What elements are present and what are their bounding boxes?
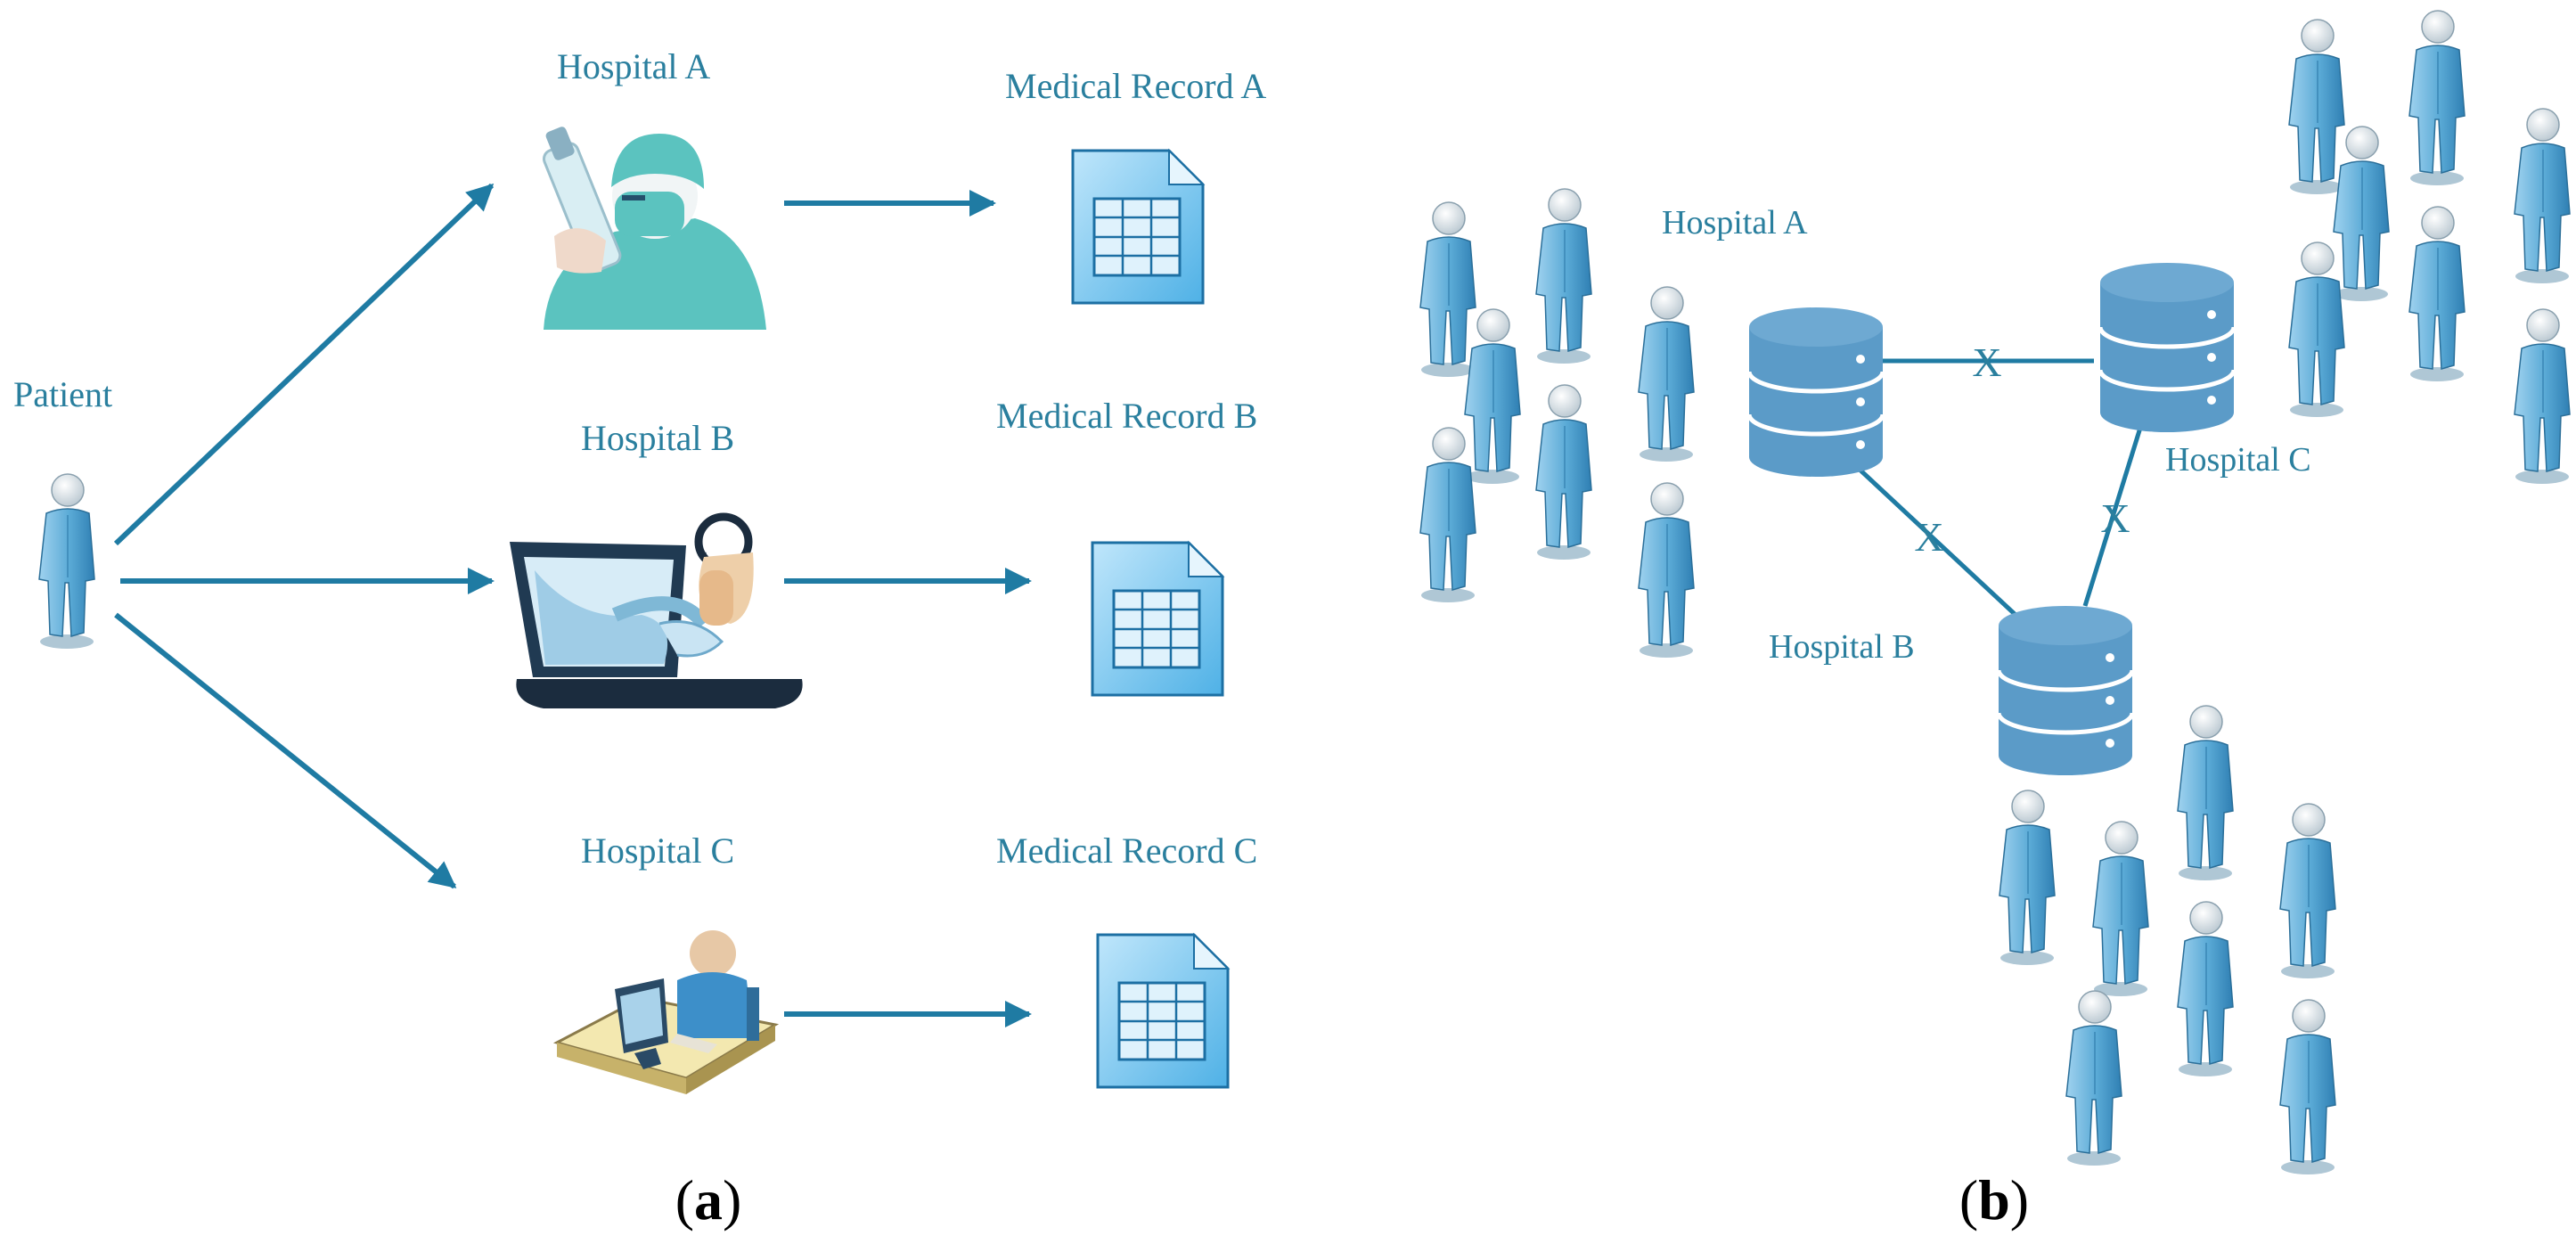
person-icon: [2092, 821, 2149, 997]
hospital-a-patients: [1419, 188, 1695, 659]
panel-a-caption: (a): [675, 1168, 742, 1232]
person-icon: [1464, 308, 1521, 485]
person-icon: [2288, 241, 2345, 418]
arrow-patient-to-hospital-c: [114, 612, 457, 889]
panel-b-hospital-b-label: Hospital B: [1769, 628, 1915, 666]
patient-label: Patient: [13, 374, 112, 414]
record-b-label: Medical Record B: [996, 396, 1257, 436]
desk-computer-worker-icon: [552, 930, 780, 1094]
laptop-telemedicine-icon: [510, 512, 803, 708]
hospital-c-label: Hospital C: [581, 831, 734, 871]
hospital-c-patients: [2288, 10, 2571, 485]
medical-record-b-icon: [1091, 541, 1224, 697]
person-icon: [1535, 188, 1592, 364]
person-icon: [2333, 126, 2390, 302]
medical-record-a-icon: [1071, 149, 1205, 305]
person-icon: [1638, 482, 1695, 659]
medical-record-c-icon: [1096, 933, 1230, 1089]
arrow-patient-to-hospital-a: [113, 183, 495, 546]
link-a-to-b: [1856, 466, 2017, 617]
person-icon: [2288, 19, 2345, 195]
record-a-label: Medical Record A: [1005, 66, 1266, 106]
person-icon: [1419, 201, 1476, 378]
blocked-marker-c-b: X: [2100, 495, 2130, 541]
person-icon: [2514, 108, 2571, 284]
record-c-label: Medical Record C: [996, 831, 1257, 871]
person-icon: [2514, 308, 2571, 485]
link-c-to-b: [2082, 427, 2143, 607]
person-icon: [1535, 384, 1592, 561]
person-icon: [2177, 901, 2234, 1077]
person-icon: [2065, 990, 2122, 1166]
person-icon: [2279, 803, 2336, 979]
person-icon: [1638, 286, 1695, 462]
panel-a: Patient Hospital A Medical Record A Hosp…: [13, 46, 1266, 1232]
person-icon: [2177, 705, 2234, 881]
doctor-test-tube-icon: [543, 127, 766, 330]
person-icon: [2408, 206, 2466, 382]
hospital-b-database-icon: [1999, 606, 2132, 775]
blocked-marker-a-c: X: [1972, 340, 2001, 385]
blocked-marker-a-b: X: [1914, 514, 1943, 560]
hospital-a-label: Hospital A: [557, 46, 710, 86]
hospital-c-database-icon: [2100, 263, 2234, 432]
hospital-a-database-icon: [1749, 307, 1883, 477]
panel-b-caption: (b): [1959, 1168, 2029, 1232]
panel-b-hospital-a-label: Hospital A: [1662, 204, 1808, 241]
panel-b-hospital-c-label: Hospital C: [2165, 441, 2311, 479]
person-icon: [1999, 790, 2056, 966]
hospital-b-label: Hospital B: [581, 418, 734, 458]
patient-person-icon: [38, 473, 95, 650]
panel-b: X X X Hospital A Hospital C Hospital B: [1419, 10, 2571, 1232]
person-icon: [1419, 427, 1476, 603]
person-icon: [2279, 999, 2336, 1175]
hospital-b-patients: [1999, 705, 2336, 1175]
person-icon: [2408, 10, 2466, 186]
